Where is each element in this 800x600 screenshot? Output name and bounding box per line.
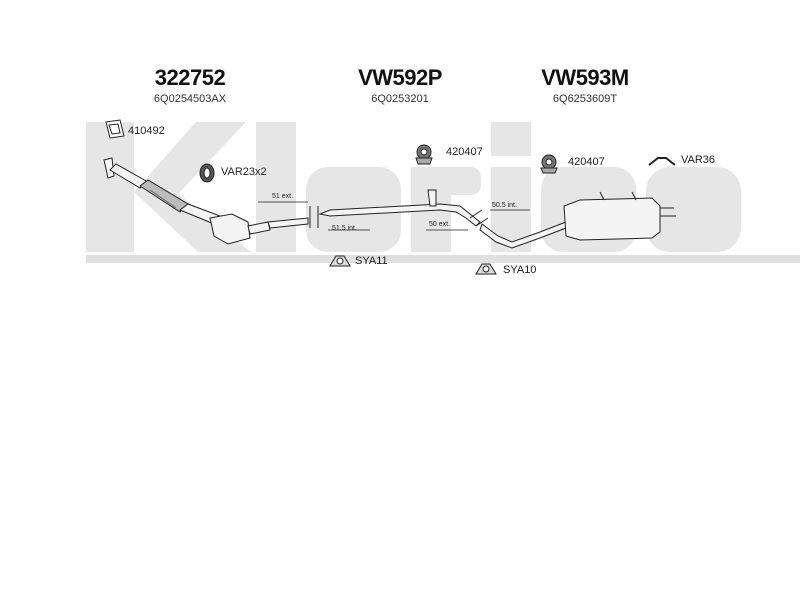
- part-oe-number: 6Q0254503AX: [153, 93, 227, 105]
- dimension-label: 50 ext.: [429, 221, 451, 228]
- dimension-label: 50.5 int.: [492, 202, 517, 209]
- dimension-label: 51.5 int.: [332, 225, 357, 232]
- part-oe-number: 6Q0253201: [371, 93, 429, 105]
- part-number: VW592P: [358, 65, 442, 90]
- part-number: 322752: [154, 65, 226, 90]
- part-header-1: 322752 6Q0254503AX: [130, 65, 250, 105]
- hanger-icon: [415, 144, 433, 165]
- hanger-mid-label: 420407: [446, 146, 483, 158]
- part-header-2: VW592P 6Q0253201: [340, 65, 460, 105]
- support-icon: [329, 255, 351, 267]
- part-oe-number: 6Q6253609T: [552, 93, 618, 105]
- support-icon: [475, 263, 497, 275]
- clamp-icon: [199, 163, 215, 183]
- gasket-icon: [105, 119, 125, 139]
- dimension-label: 51 ext.: [272, 193, 294, 200]
- front-pipe-with-catalyst: [103, 157, 309, 245]
- clamp-label: VAR23x2: [221, 166, 267, 178]
- rear-hook-label: VAR36: [681, 154, 716, 166]
- part-header-3: VW593M 6Q6253609T: [520, 65, 650, 105]
- hanger-icon: [540, 154, 558, 174]
- hanger-rear-label: 420407: [568, 156, 605, 168]
- rear-silencer: [479, 191, 676, 249]
- gasket-label: 410492: [128, 125, 165, 137]
- support-a-label: SYA11: [355, 255, 388, 267]
- hook-icon: [648, 157, 676, 166]
- part-number: VW593M: [541, 65, 629, 90]
- middle-pipe: [318, 189, 481, 227]
- support-b-label: SYA10: [503, 264, 537, 276]
